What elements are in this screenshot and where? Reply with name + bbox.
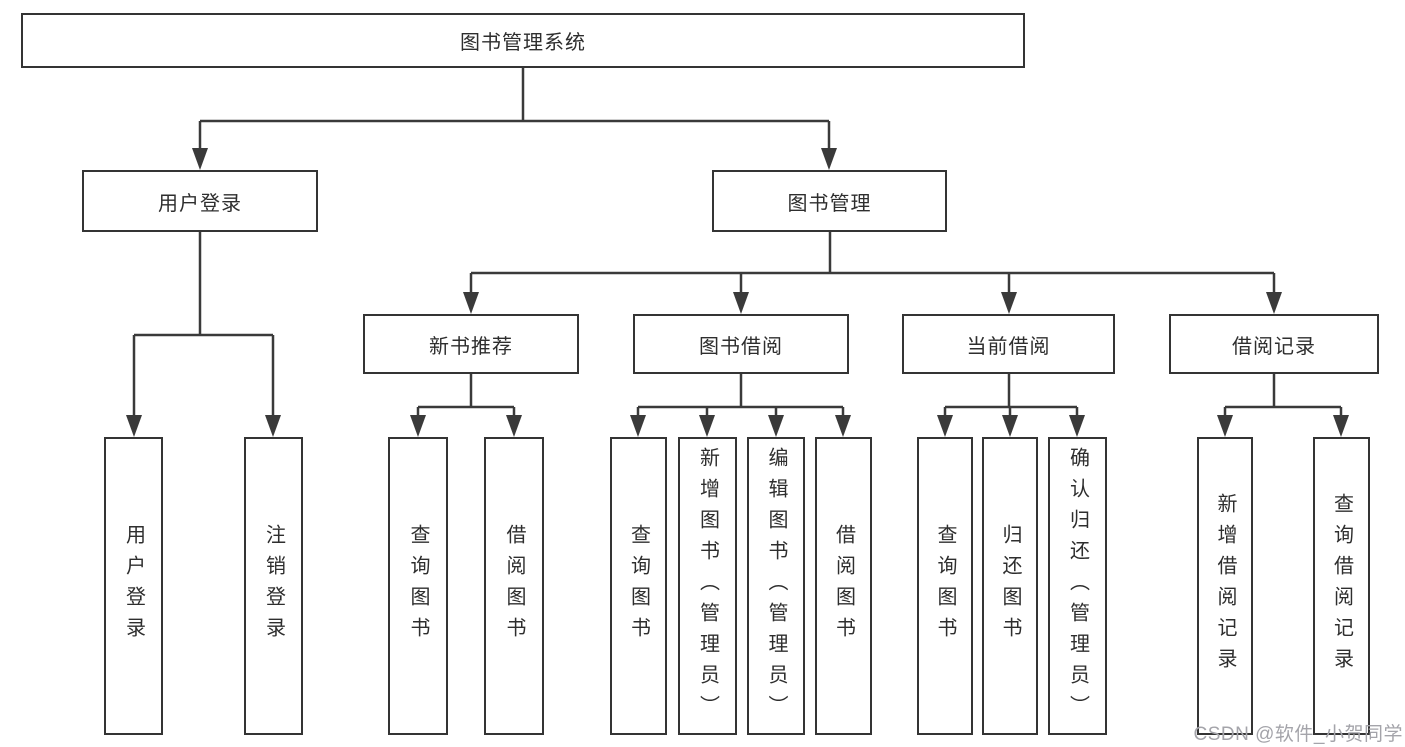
node-borrow-records-label: 借阅记录 (1232, 335, 1316, 358)
leaf-borrow-books-label: 借阅图书 (832, 524, 855, 648)
connector-borrow-records-to-leaves (1223, 374, 1343, 419)
node-system-root: 图书管理系统 (21, 13, 1025, 68)
leaf-return-books: 归还图书 (982, 437, 1038, 735)
arrowheads-level3 (463, 292, 1282, 314)
leaf-edit-books-admin: 编辑图书（管理员） (747, 437, 805, 735)
leaf-add-borrow-record: 新增借阅记录 (1197, 437, 1253, 735)
connector-book-mgmt-to-level3 (469, 232, 1276, 296)
leaf-logout-login: 注销登录 (244, 437, 303, 735)
arrowheads-new-book-rec-leaves (410, 415, 522, 437)
arrowheads-level2 (192, 148, 837, 170)
leaf-borrow-books: 借阅图书 (815, 437, 872, 735)
connector-book-borrow-to-leaves (636, 374, 845, 419)
arrowheads-book-borrow-leaves (630, 415, 851, 437)
csdn-watermark: CSDN @软件_小贺同学 (1193, 724, 1403, 745)
node-current-borrow: 当前借阅 (902, 314, 1115, 374)
leaf-borrow-query-books: 查询图书 (610, 437, 667, 735)
node-new-book-recommend-label: 新书推荐 (429, 335, 513, 358)
arrowheads-borrow-records-leaves (1217, 415, 1349, 437)
leaf-confirm-return-admin: 确认归还（管理员） (1048, 437, 1107, 735)
leaf-recommend-query-books: 查询图书 (388, 437, 448, 735)
node-book-borrow: 图书借阅 (633, 314, 849, 374)
node-new-book-recommend: 新书推荐 (363, 314, 579, 374)
leaf-query-borrow-record-label: 查询借阅记录 (1330, 493, 1353, 679)
node-user-login-label: 用户登录 (158, 192, 242, 215)
node-user-login: 用户登录 (82, 170, 318, 232)
arrowheads-user-login-leaves (126, 415, 281, 437)
leaf-recommend-borrow-books: 借阅图书 (484, 437, 544, 735)
arrowheads-current-borrow-leaves (937, 415, 1085, 437)
leaf-add-books-admin: 新增图书（管理员） (678, 437, 737, 735)
leaf-user-login-label: 用户登录 (122, 524, 145, 648)
leaf-confirm-return-admin-label: 确认归还（管理员） (1066, 446, 1089, 726)
leaf-current-query-books: 查询图书 (917, 437, 973, 735)
leaf-recommend-borrow-books-label: 借阅图书 (503, 524, 525, 648)
leaf-borrow-query-books-label: 查询图书 (627, 524, 650, 648)
node-book-management-label: 图书管理 (787, 192, 872, 215)
node-book-borrow-label: 图书借阅 (699, 335, 783, 358)
connector-user-login-to-leaves (132, 232, 275, 419)
leaf-edit-books-admin-label: 编辑图书（管理员） (765, 446, 787, 726)
leaf-current-query-books-label: 查询图书 (934, 524, 956, 648)
connector-root-to-level2 (198, 68, 831, 152)
node-system-root-label: 图书管理系统 (460, 32, 586, 54)
node-borrow-records: 借阅记录 (1169, 314, 1379, 374)
node-book-management: 图书管理 (712, 170, 947, 232)
leaf-user-login: 用户登录 (104, 437, 163, 735)
connector-new-book-rec-to-leaves (416, 374, 516, 419)
leaf-query-borrow-record: 查询借阅记录 (1313, 437, 1370, 735)
node-current-borrow-label: 当前借阅 (966, 335, 1051, 358)
leaf-recommend-query-books-label: 查询图书 (407, 524, 429, 648)
leaf-return-books-label: 归还图书 (999, 524, 1021, 648)
connector-current-borrow-to-leaves (943, 374, 1079, 419)
leaf-add-books-admin-label: 新增图书（管理员） (696, 446, 719, 726)
leaf-logout-login-label: 注销登录 (262, 524, 285, 648)
leaf-add-borrow-record-label: 新增借阅记录 (1214, 493, 1236, 679)
